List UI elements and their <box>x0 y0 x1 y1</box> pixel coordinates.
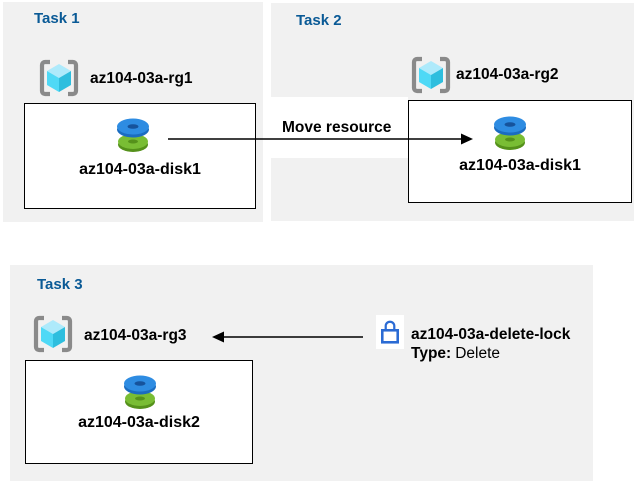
lock-name-label: az104-03a-delete-lock <box>411 326 571 343</box>
task3-title: Task 3 <box>37 276 83 293</box>
task2-resource-group-label: az104-03a-rg2 <box>456 66 559 83</box>
disk-icon <box>110 113 156 153</box>
lock-type-label: Type: <box>411 345 452 362</box>
task1-title: Task 1 <box>34 10 80 27</box>
resource-group-icon <box>38 57 80 99</box>
move-resource-label: Move resource <box>282 119 392 136</box>
task1-resource-group-label: az104-03a-rg1 <box>90 70 193 87</box>
lock-type-value: Delete <box>455 345 501 362</box>
lock-type-line: Type:Delete <box>411 345 500 363</box>
disk-icon <box>487 111 533 151</box>
task2-resource-box <box>408 100 632 203</box>
task2-resource-label: az104-03a-disk1 <box>459 157 581 174</box>
resource-group-icon <box>410 54 452 96</box>
lock-icon <box>376 315 404 349</box>
task1-resource-label: az104-03a-disk1 <box>79 161 201 178</box>
task2-title: Task 2 <box>296 12 342 29</box>
disk-icon <box>117 370 163 410</box>
move-resource-notch <box>264 97 408 158</box>
task3-resource-label: az104-03a-disk2 <box>78 414 200 431</box>
task3-resource-group-label: az104-03a-rg3 <box>84 327 187 344</box>
resource-group-icon <box>32 313 74 355</box>
